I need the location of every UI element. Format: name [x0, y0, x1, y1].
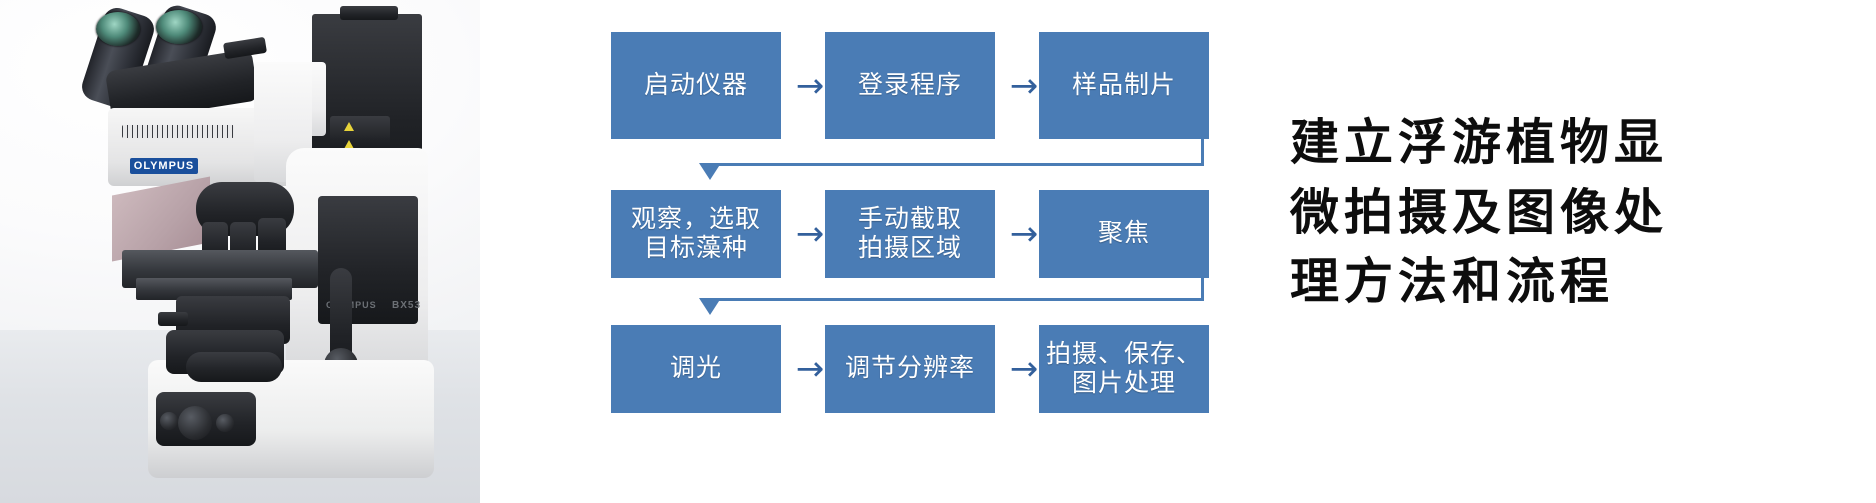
flow-step-sample-prep[interactable]: 样品制片 [1039, 32, 1209, 139]
microscope-photo: OLYMPUS OLYMPUS BX53 [0, 0, 480, 503]
flow-step-observe-select[interactable]: 观察，选取 目标藻种 [611, 190, 781, 278]
flow-step-focus-line-1: 聚焦 [1097, 220, 1150, 248]
slide-title-line-1: 建立浮游植物显 [1290, 113, 1669, 171]
flow-step-observe-select-line-2: 目标藻种 [643, 235, 748, 262]
flow-arrow-1: → [795, 65, 825, 106]
hazard-warning-icon-2 [344, 140, 354, 149]
flow-arrow-6: → [1009, 349, 1039, 389]
wrap2-arrowhead-down [699, 298, 721, 315]
flow-step-focus[interactable]: 聚焦 [1039, 190, 1209, 278]
flow-step-startup[interactable]: 启动仪器 [611, 32, 781, 139]
flow-step-observe-select-line-1: 观察，选取 [630, 205, 761, 233]
stage-slide-holder [136, 278, 292, 300]
flow-step-startup-line-1: 启动仪器 [643, 71, 748, 99]
flow-step-manual-capture-area[interactable]: 手动截取 拍摄区域 [825, 190, 995, 278]
olympus-head-logo: OLYMPUS [130, 158, 198, 174]
model-label-bx53: BX53 [392, 300, 422, 311]
lamp-house-cap [340, 6, 398, 20]
flow-step-capture-save-process-line-2: 图片处理 [1071, 370, 1176, 397]
wrap1-arrowhead-down [699, 163, 721, 180]
workflow-flowchart: 启动仪器 → 登录程序 → 样品制片 观察，选取 目标藻种 → 手动截取 拍摄区… [505, 0, 1265, 503]
wrap1-horizontal-line [710, 163, 1204, 166]
head-scale-strip [122, 125, 234, 138]
flow-step-manual-capture-area-line-1: 手动截取 [857, 205, 962, 233]
power-button [160, 412, 178, 430]
flow-step-resolution-adjust[interactable]: 调节分辨率 [825, 325, 995, 413]
flow-arrow-3: → [795, 214, 825, 254]
hazard-warning-icon [344, 122, 354, 131]
wrap1-vertical-line [1201, 139, 1204, 166]
flow-arrow-2: → [1009, 65, 1039, 106]
brightness-dial [178, 406, 212, 440]
flow-step-sample-prep-line-1: 样品制片 [1071, 71, 1176, 99]
eyepiece-right-lens [156, 10, 202, 44]
flow-step-manual-capture-area-line-2: 拍摄区域 [857, 235, 962, 262]
condenser-knob-left [158, 312, 188, 326]
slide-title-line-2: 微拍摄及图像处 [1290, 182, 1669, 241]
wrap2-horizontal-line [710, 298, 1204, 301]
flow-step-capture-save-process[interactable]: 拍摄、保存、 图片处理 [1039, 325, 1209, 413]
flow-step-resolution-adjust-line-1: 调节分辨率 [844, 355, 975, 383]
slide-title: 建立浮游植物显 微拍摄及图像处 理方法和流程 [1290, 108, 1870, 317]
flow-step-capture-save-process-line-1: 拍摄、保存、 [1045, 340, 1202, 368]
flow-arrow-5: → [795, 349, 825, 389]
flow-step-light-adjust-line-1: 调光 [669, 355, 722, 383]
flow-step-login[interactable]: 登录程序 [825, 32, 995, 139]
eyepiece-left-lens [96, 12, 140, 46]
flow-step-login-line-1: 登录程序 [857, 71, 962, 99]
flow-arrow-4: → [1009, 214, 1039, 254]
slide-title-line-3: 理方法和流程 [1290, 252, 1615, 311]
preset-button [216, 414, 234, 432]
focus-ring [186, 352, 282, 382]
wrap2-vertical-line [1201, 278, 1204, 301]
flow-step-light-adjust[interactable]: 调光 [611, 325, 781, 413]
